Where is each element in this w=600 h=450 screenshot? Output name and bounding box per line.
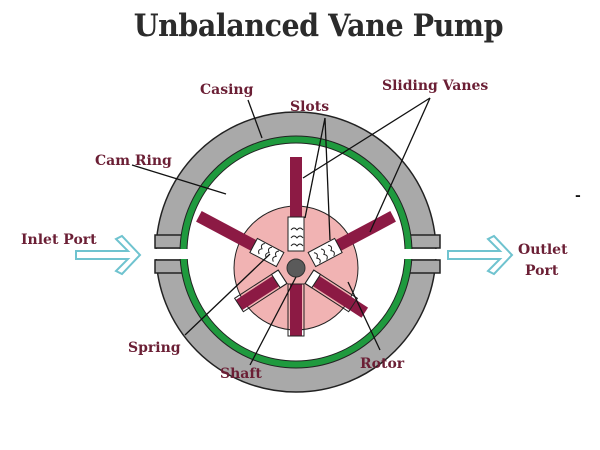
- label-outlet-port-2: Port: [525, 263, 559, 279]
- outlet-arrow-icon: [447, 234, 514, 276]
- label-casing: Casing: [200, 82, 254, 98]
- inlet-arrow-icon: [75, 234, 142, 276]
- label-shaft: Shaft: [220, 366, 262, 382]
- sliding-vanes: [196, 157, 396, 337]
- label-inlet-port: Inlet Port: [21, 232, 97, 248]
- diagram-title: Unbalanced Vane Pump: [133, 8, 504, 44]
- label-sliding-vanes: Sliding Vanes: [382, 78, 488, 94]
- label-slots: Slots: [290, 99, 329, 115]
- label-rotor: Rotor: [360, 356, 405, 372]
- label-cam-ring: Cam Ring: [95, 153, 172, 169]
- stray-mark: -: [575, 188, 581, 204]
- label-outlet-port-1: Outlet: [518, 242, 568, 258]
- leader-lines: [131, 97, 431, 366]
- label-spring: Spring: [128, 340, 181, 356]
- shaft: [286, 258, 306, 278]
